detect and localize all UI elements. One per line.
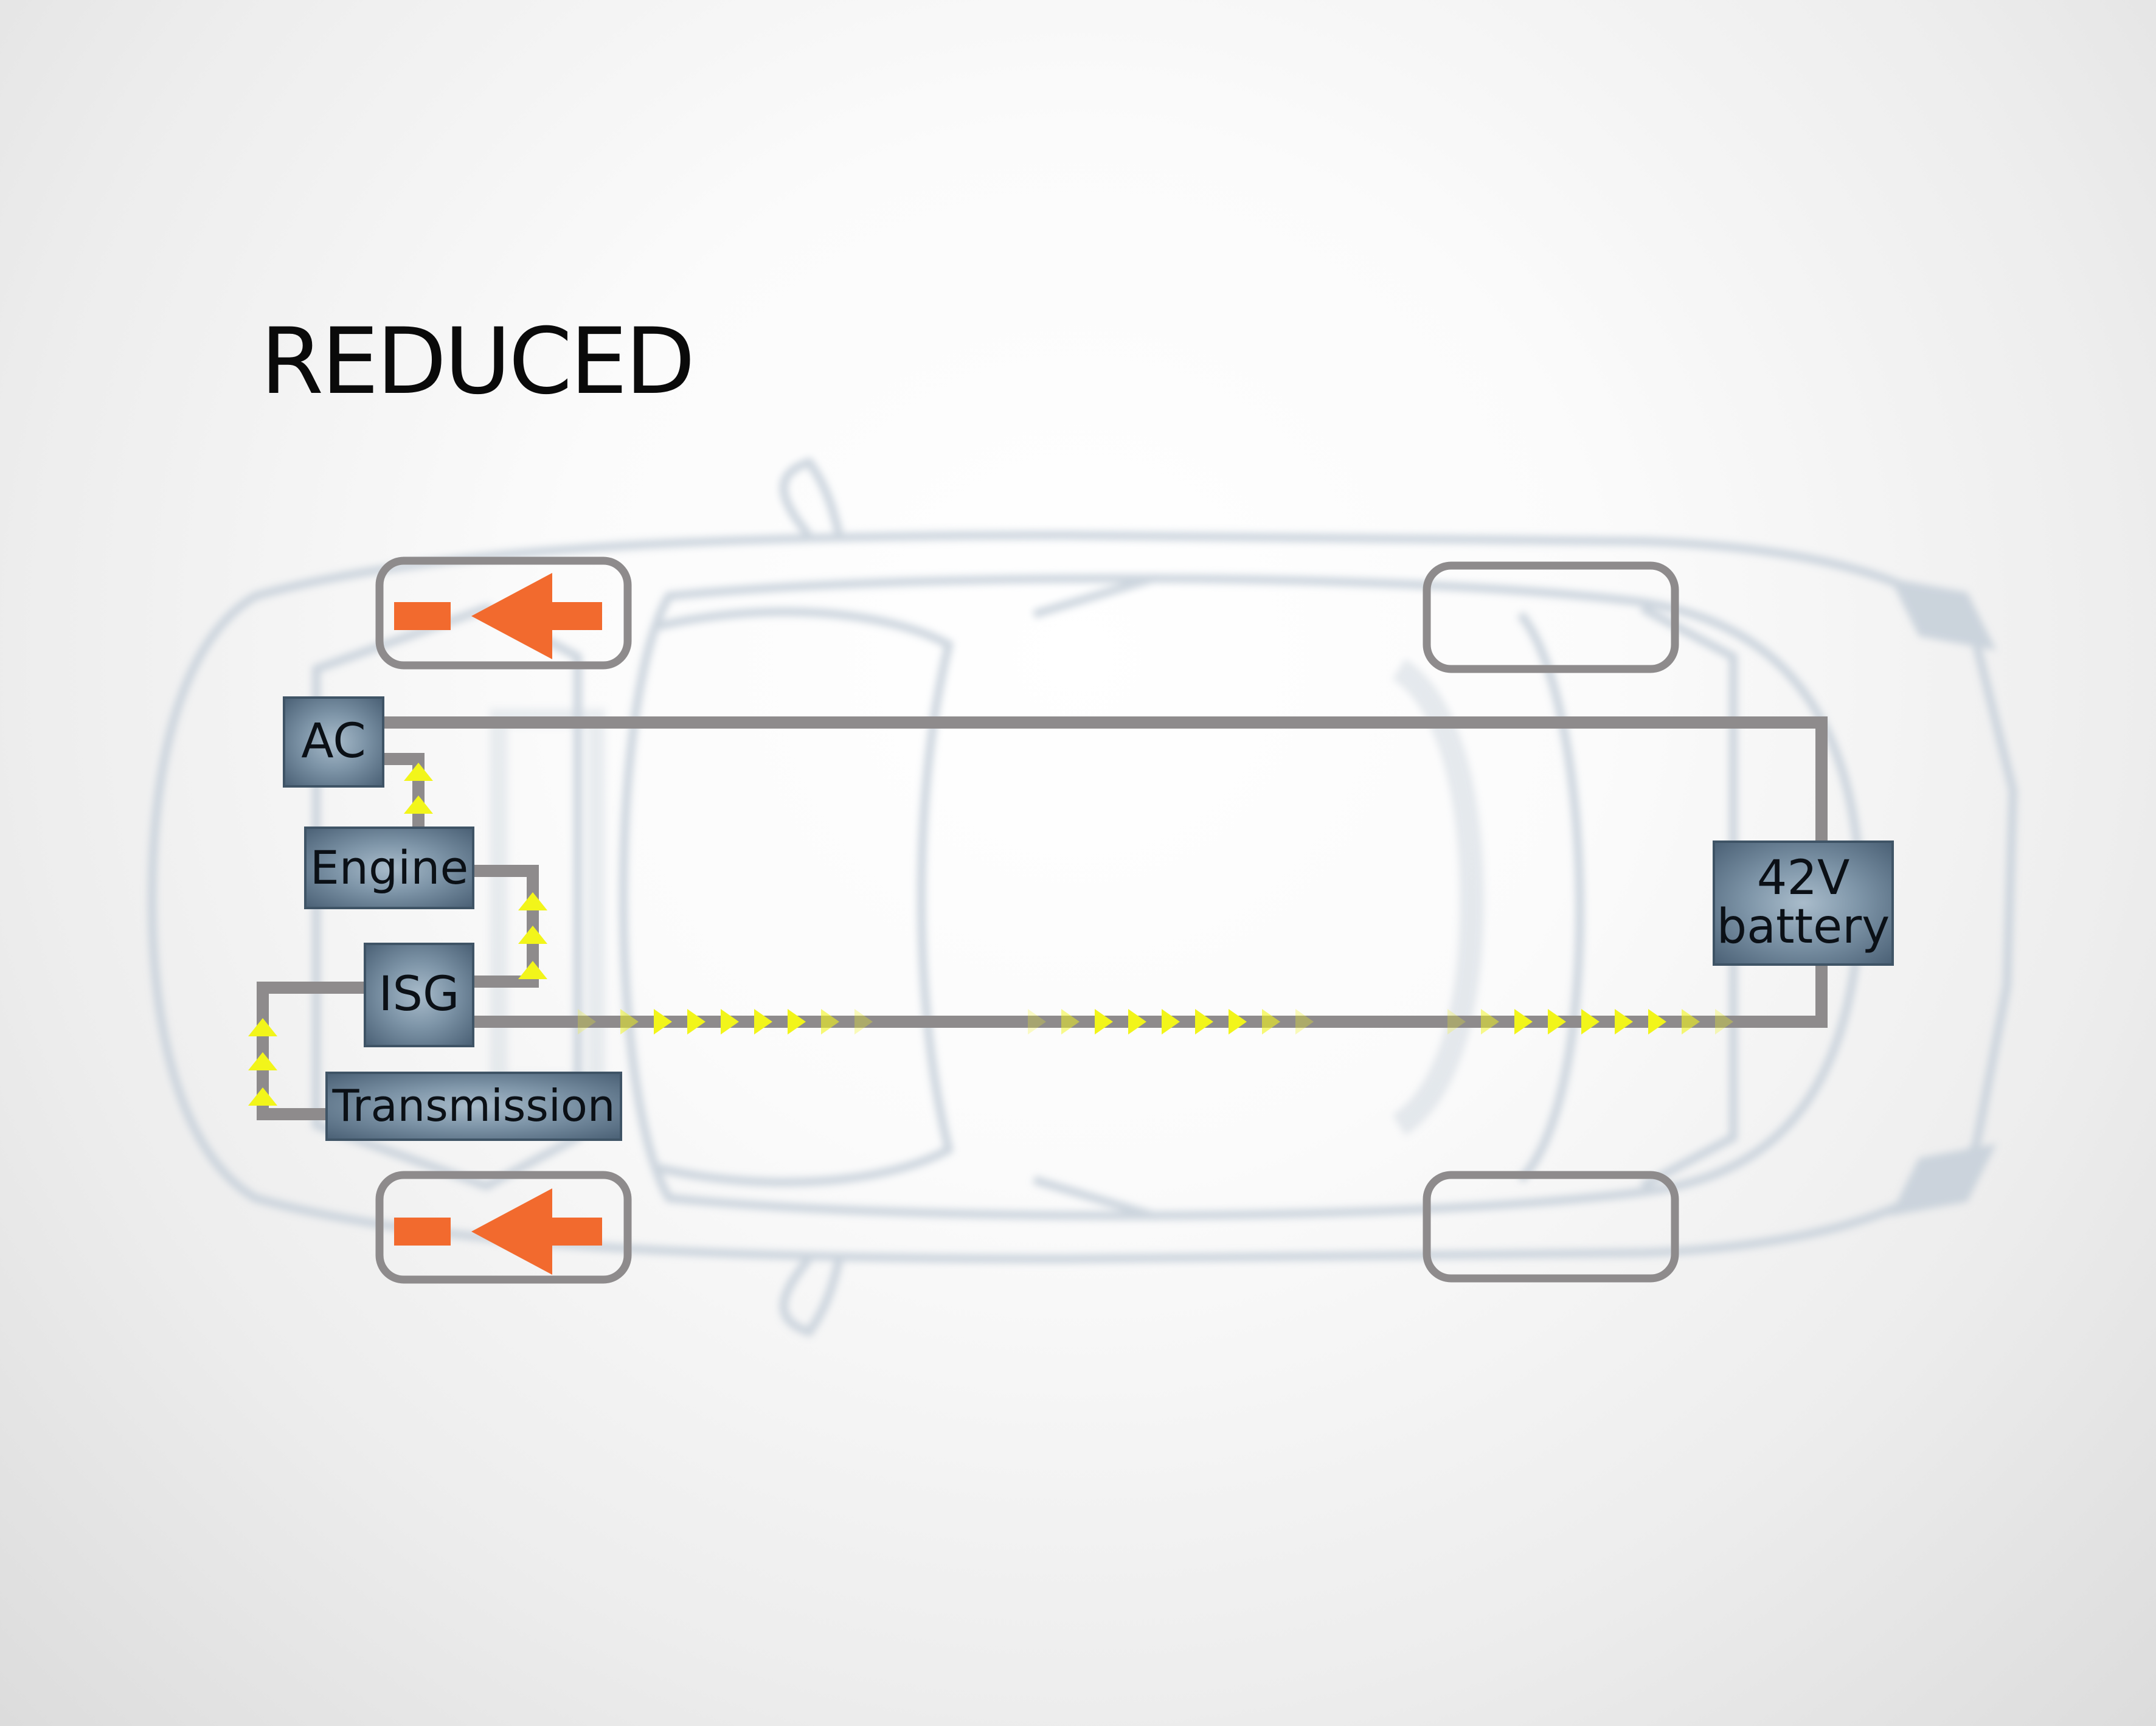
energy-flow-arrows xyxy=(248,763,1733,1106)
battery-label-line1: 42V xyxy=(1756,851,1850,906)
wire-isg-battery xyxy=(473,965,1828,1028)
triangle-right-icon xyxy=(1548,1009,1566,1035)
triangle-right-icon xyxy=(1095,1009,1113,1035)
triangle-right-icon xyxy=(754,1009,772,1035)
triangle-right-icon xyxy=(1195,1009,1213,1035)
triangle-right-icon xyxy=(1514,1009,1533,1035)
isg-box: ISG xyxy=(364,943,474,1047)
wheel-rear-right xyxy=(1423,1171,1679,1283)
triangle-up-icon xyxy=(518,926,547,944)
page-title: REDUCED xyxy=(260,309,695,415)
triangle-right-icon xyxy=(721,1009,739,1035)
triangle-right-icon xyxy=(1682,1009,1700,1035)
wire-ac-battery xyxy=(383,716,1828,840)
battery-box: 42V battery xyxy=(1713,840,1894,966)
wheels xyxy=(375,556,1679,1284)
engine-box: Engine xyxy=(304,827,474,909)
transmission-box: Transmission xyxy=(325,1072,622,1141)
arrow-left-icon xyxy=(394,1188,602,1275)
wire-ac-engine xyxy=(383,753,425,827)
arrow-left-icon xyxy=(394,573,602,659)
triangle-up-icon xyxy=(248,1018,277,1036)
triangle-right-icon xyxy=(1128,1009,1146,1035)
triangle-right-icon xyxy=(1615,1009,1633,1035)
ac-label: AC xyxy=(301,714,366,769)
triangle-right-icon xyxy=(1229,1009,1247,1035)
triangle-right-icon xyxy=(1481,1009,1499,1035)
triangle-right-icon xyxy=(788,1009,806,1035)
isg-label: ISG xyxy=(378,967,460,1022)
transmission-label: Transmission xyxy=(332,1080,615,1132)
triangle-right-icon xyxy=(854,1009,873,1035)
wheel-force-arrows xyxy=(394,573,602,1275)
ac-box: AC xyxy=(283,696,384,788)
triangle-right-icon xyxy=(1262,1009,1280,1035)
triangle-right-icon xyxy=(620,1009,639,1035)
wheel-rear-left xyxy=(1423,561,1679,673)
triangle-right-icon xyxy=(687,1009,705,1035)
triangle-right-icon xyxy=(578,1009,596,1035)
triangle-up-icon xyxy=(248,1087,277,1106)
triangle-right-icon xyxy=(1061,1009,1080,1035)
triangle-right-icon xyxy=(654,1009,672,1035)
triangle-up-icon xyxy=(518,961,547,979)
triangle-right-icon xyxy=(1162,1009,1180,1035)
wire-isg-transmission xyxy=(257,982,364,1120)
triangle-right-icon xyxy=(1648,1009,1666,1035)
triangle-up-icon xyxy=(248,1052,277,1070)
triangle-right-icon xyxy=(1581,1009,1600,1035)
triangle-up-icon xyxy=(404,763,433,781)
triangle-right-icon xyxy=(1028,1009,1046,1035)
engine-label: Engine xyxy=(310,840,469,895)
wheel-front-right xyxy=(375,1171,632,1284)
triangle-right-icon xyxy=(1715,1009,1733,1035)
triangle-up-icon xyxy=(404,795,433,814)
wheel-front-left xyxy=(375,556,632,670)
triangle-right-icon xyxy=(1295,1009,1314,1035)
triangle-right-icon xyxy=(1447,1009,1466,1035)
battery-label-line2: battery xyxy=(1716,899,1890,954)
triangle-up-icon xyxy=(518,892,547,910)
triangle-right-icon xyxy=(821,1009,839,1035)
